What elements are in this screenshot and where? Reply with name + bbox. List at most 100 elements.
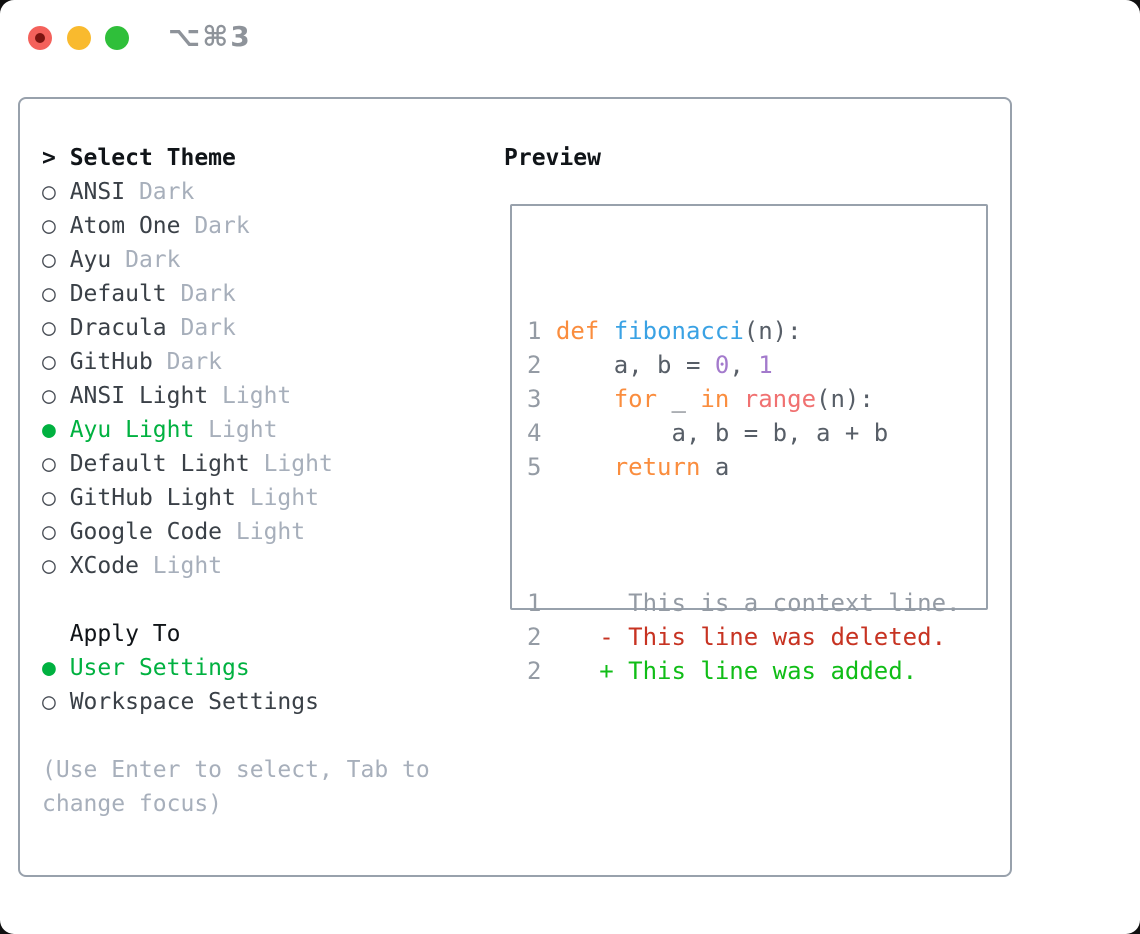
diff-line: 2 + This line was added.	[527, 654, 960, 688]
theme-variant: Dark	[125, 179, 195, 205]
code-line: 4 a, b = b, a + b	[527, 416, 960, 450]
theme-name: ANSI	[69, 179, 126, 205]
theme-variant: Dark	[166, 315, 236, 341]
theme-option[interactable]: ○ GitHub Dark	[42, 345, 488, 379]
minimize-button[interactable]	[67, 26, 91, 50]
code-line: 2 a, b = 0, 1	[527, 348, 960, 382]
code-token: in	[700, 385, 730, 413]
diff-line: 1 This is a context line.	[527, 586, 960, 620]
code-token: a, b = b, a + b	[555, 419, 889, 447]
code-token: a, b =	[555, 351, 715, 379]
code-token: fibonacci	[613, 317, 744, 345]
radio-off-icon: ○	[42, 451, 70, 477]
theme-variant: Light	[249, 451, 333, 477]
theme-variant: Light	[138, 553, 223, 579]
code-token: range	[743, 385, 817, 413]
line-number: 1	[527, 317, 556, 345]
code-token: return	[613, 453, 701, 481]
radio-off-icon: ○	[42, 213, 70, 239]
maximize-button[interactable]	[105, 26, 129, 50]
window-title: ⌥⌘3	[168, 20, 252, 53]
radio-off-icon: ○	[42, 689, 70, 715]
keyboard-hint: (Use Enter to select, Tab to change focu…	[42, 757, 430, 817]
theme-name: GitHub	[69, 349, 153, 375]
diff-preview-lines: 1 This is a context line.2 - This line w…	[527, 586, 960, 688]
theme-option[interactable]: ○ Atom One Dark	[42, 209, 488, 243]
code-token: a	[700, 453, 730, 481]
select-theme-heading: > Select Theme	[42, 141, 488, 175]
theme-variant: Dark	[166, 281, 236, 307]
theme-list: ○ ANSI Dark○ Atom One Dark○ Ayu Dark○ De…	[42, 175, 488, 583]
line-number: 4	[527, 419, 556, 447]
theme-name: ANSI Light	[69, 383, 209, 409]
apply-option-label: Workspace Settings	[69, 689, 319, 715]
theme-name: Default	[69, 281, 167, 307]
code-token: ,	[729, 351, 759, 379]
code-token	[599, 317, 613, 345]
apply-to-list: ● User Settings○ Workspace Settings	[42, 651, 488, 719]
theme-option[interactable]: ○ Google Code Light	[42, 515, 488, 549]
theme-option[interactable]: ○ Default Light Light	[42, 447, 488, 481]
theme-name: GitHub Light	[69, 485, 236, 511]
radio-on-icon: ●	[42, 417, 70, 443]
code-line: 3 for _ in range(n):	[527, 382, 960, 416]
theme-name: Ayu	[69, 247, 112, 273]
theme-option[interactable]: ○ Default Dark	[42, 277, 488, 311]
radio-off-icon: ○	[42, 485, 70, 511]
theme-option[interactable]: ○ Dracula Dark	[42, 311, 488, 345]
code-token	[729, 385, 743, 413]
select-theme-heading-label: Select Theme	[69, 145, 236, 171]
diff-text: This is a context line.	[541, 589, 961, 617]
close-dot-icon	[35, 33, 45, 43]
theme-variant: Dark	[111, 247, 181, 273]
radio-off-icon: ○	[42, 383, 70, 409]
code-token: (n):	[816, 385, 874, 413]
code-token: 1	[758, 351, 773, 379]
theme-name: Google Code	[69, 519, 223, 545]
theme-option[interactable]: ○ ANSI Light Light	[42, 379, 488, 413]
radio-off-icon: ○	[42, 179, 70, 205]
theme-option[interactable]: ○ ANSI Dark	[42, 175, 488, 209]
line-number: 2	[527, 623, 542, 651]
radio-on-icon: ●	[42, 655, 70, 681]
code-token: 0	[714, 351, 730, 379]
code-token: def	[555, 317, 600, 345]
line-number: 2	[527, 351, 556, 379]
theme-variant: Dark	[180, 213, 250, 239]
theme-list-panel: > Select Theme ○ ANSI Dark○ Atom One Dar…	[42, 141, 488, 821]
theme-variant: Light	[208, 383, 292, 409]
theme-variant: Dark	[152, 349, 223, 375]
close-button[interactable]	[28, 26, 52, 50]
theme-name: Atom One	[69, 213, 181, 239]
line-number: 2	[527, 657, 542, 685]
code-token	[556, 453, 614, 481]
theme-name: Dracula	[69, 315, 167, 341]
code-token: for	[613, 385, 658, 413]
code-line: 1 def fibonacci(n):	[527, 314, 960, 348]
diff-text: + This line was added.	[541, 657, 918, 685]
radio-off-icon: ○	[42, 281, 70, 307]
theme-option[interactable]: ○ XCode Light	[42, 549, 488, 583]
code-token: _	[657, 385, 701, 413]
apply-option[interactable]: ○ Workspace Settings	[42, 685, 488, 719]
radio-off-icon: ○	[42, 519, 70, 545]
line-number: 3	[527, 385, 556, 413]
theme-variant: Light	[222, 519, 306, 545]
theme-option[interactable]: ○ GitHub Light Light	[42, 481, 488, 515]
code-token	[556, 385, 614, 413]
theme-variant: Light	[235, 485, 319, 511]
preview-heading: Preview	[504, 145, 601, 171]
apply-to-section: Apply To ● User Settings○ Workspace Sett…	[42, 617, 488, 719]
apply-option[interactable]: ● User Settings	[42, 651, 488, 685]
apply-to-heading: Apply To	[69, 621, 181, 647]
theme-option[interactable]: ● Ayu Light Light	[42, 413, 488, 447]
line-number: 5	[527, 453, 556, 481]
theme-name: Default Light	[69, 451, 250, 477]
radio-off-icon: ○	[42, 247, 70, 273]
theme-option[interactable]: ○ Ayu Dark	[42, 243, 488, 277]
diff-line: 2 - This line was deleted.	[527, 620, 960, 654]
